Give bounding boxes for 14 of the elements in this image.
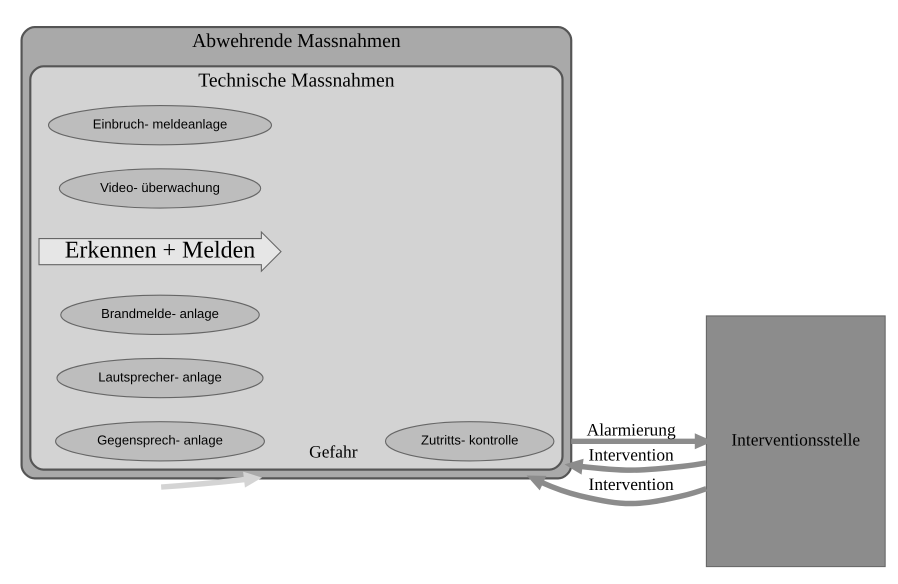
edge-label: Gefahr	[309, 440, 358, 461]
edge-label: Alarmierung	[586, 419, 676, 440]
node-ellipse: Lautsprecher- anlage	[56, 357, 264, 398]
node-ellipse: Einbruch- meldeanlage	[48, 104, 272, 145]
arrow	[526, 475, 708, 506]
edge-label: Intervention	[588, 474, 674, 494]
edge-label: Intervention	[588, 444, 674, 464]
arrow	[564, 458, 707, 474]
node-ellipse: Video- überwachung	[58, 168, 262, 208]
node-ellipse: Gegensprech- anlage	[55, 420, 265, 461]
node-ellipse: Zutritts- kontrolle	[384, 420, 554, 461]
node-ellipse: Brandmelde- anlage	[60, 294, 260, 334]
node-box: Interventionsstelle	[706, 314, 886, 567]
arrow	[160, 471, 262, 490]
